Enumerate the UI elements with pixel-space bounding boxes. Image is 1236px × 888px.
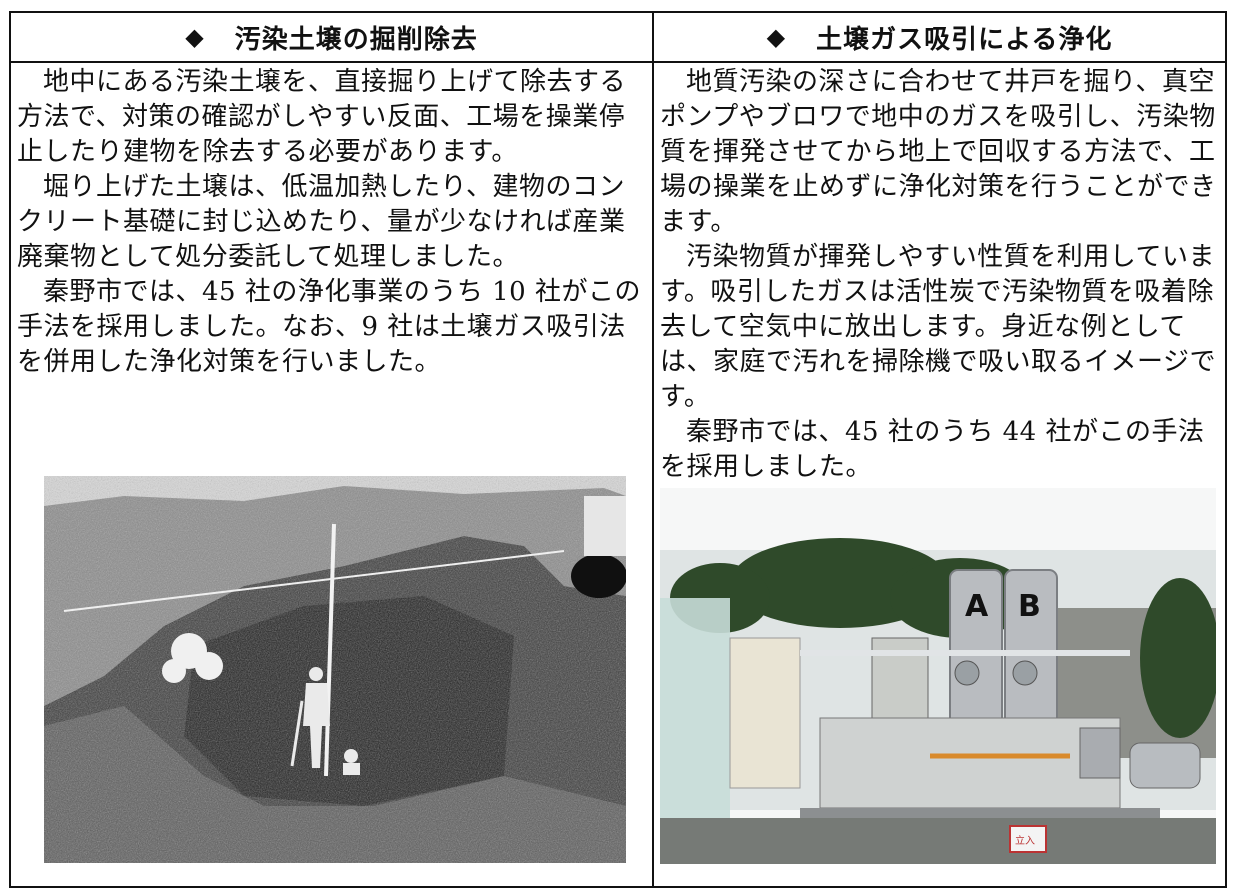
gas-extraction-body: 地質汚染の深さに合わせて井戸を掘り、真空ポンプやブロワで地中のガスを吸引し、汚染… [660,65,1219,485]
header-divider [11,61,1225,63]
gas-extraction-equipment-image: A B 立入 [660,488,1216,864]
gas-extraction-column: ◆ 土壌ガス吸引による浄化 地質汚染の深さに合わせて井戸を掘り、真空ポンプやブロ… [654,13,1225,886]
excavation-paragraph-3: 秦野市では、45 社の浄化事業のうち 10 社がこの手法を採用しました。なお、9… [17,277,641,377]
gas-extraction-heading-text: 土壌ガス吸引による浄化 [816,24,1113,55]
excavation-photo-image [44,476,626,863]
gas-paragraph-3: 秦野市では、45 社のうち 44 社がこの手法を採用しました。 [660,417,1205,482]
diamond-bullet-icon: ◆ [185,23,205,51]
excavation-heading: ◆ 汚染土壌の掘削除去 [11,13,652,61]
diamond-bullet-icon: ◆ [766,23,787,51]
excavation-paragraph-1: 地中にある汚染土壌を、直接掘り上げて除去する方法で、対策の確認がしやすい反面、工… [17,67,627,167]
two-column-table: ◆ 汚染土壌の掘削除去 地中にある汚染土壌を、直接掘り上げて除去する方法で、対策… [9,11,1227,888]
tank-b-label: B [1018,589,1041,624]
excavation-body: 地中にある汚染土壌を、直接掘り上げて除去する方法で、対策の確認がしやすい反面、工… [17,65,646,380]
excavation-heading-text: 汚染土壌の掘削除去 [234,24,478,55]
excavation-paragraph-2: 堀り上げた土壌は、低温加熱したり、建物のコンクリート基礎に封じ込めたり、量が少な… [17,172,626,272]
no-entry-sign: 立入 [1015,834,1035,847]
excavation-photo [44,476,626,863]
excavation-column: ◆ 汚染土壌の掘削除去 地中にある汚染土壌を、直接掘り上げて除去する方法で、対策… [11,13,652,886]
gas-paragraph-2: 汚染物質が揮発しやすい性質を利用しています。吸引したガスは活性炭で汚染物質を吸着… [660,242,1216,412]
gas-extraction-heading: ◆ 土壌ガス吸引による浄化 [654,13,1225,61]
tank-a-label: A [965,589,989,624]
gas-paragraph-1: 地質汚染の深さに合わせて井戸を掘り、真空ポンプやブロワで地中のガスを吸引し、汚染… [660,67,1217,237]
gas-extraction-equipment-photo: A B 立入 [660,488,1216,864]
column-divider [652,13,654,886]
